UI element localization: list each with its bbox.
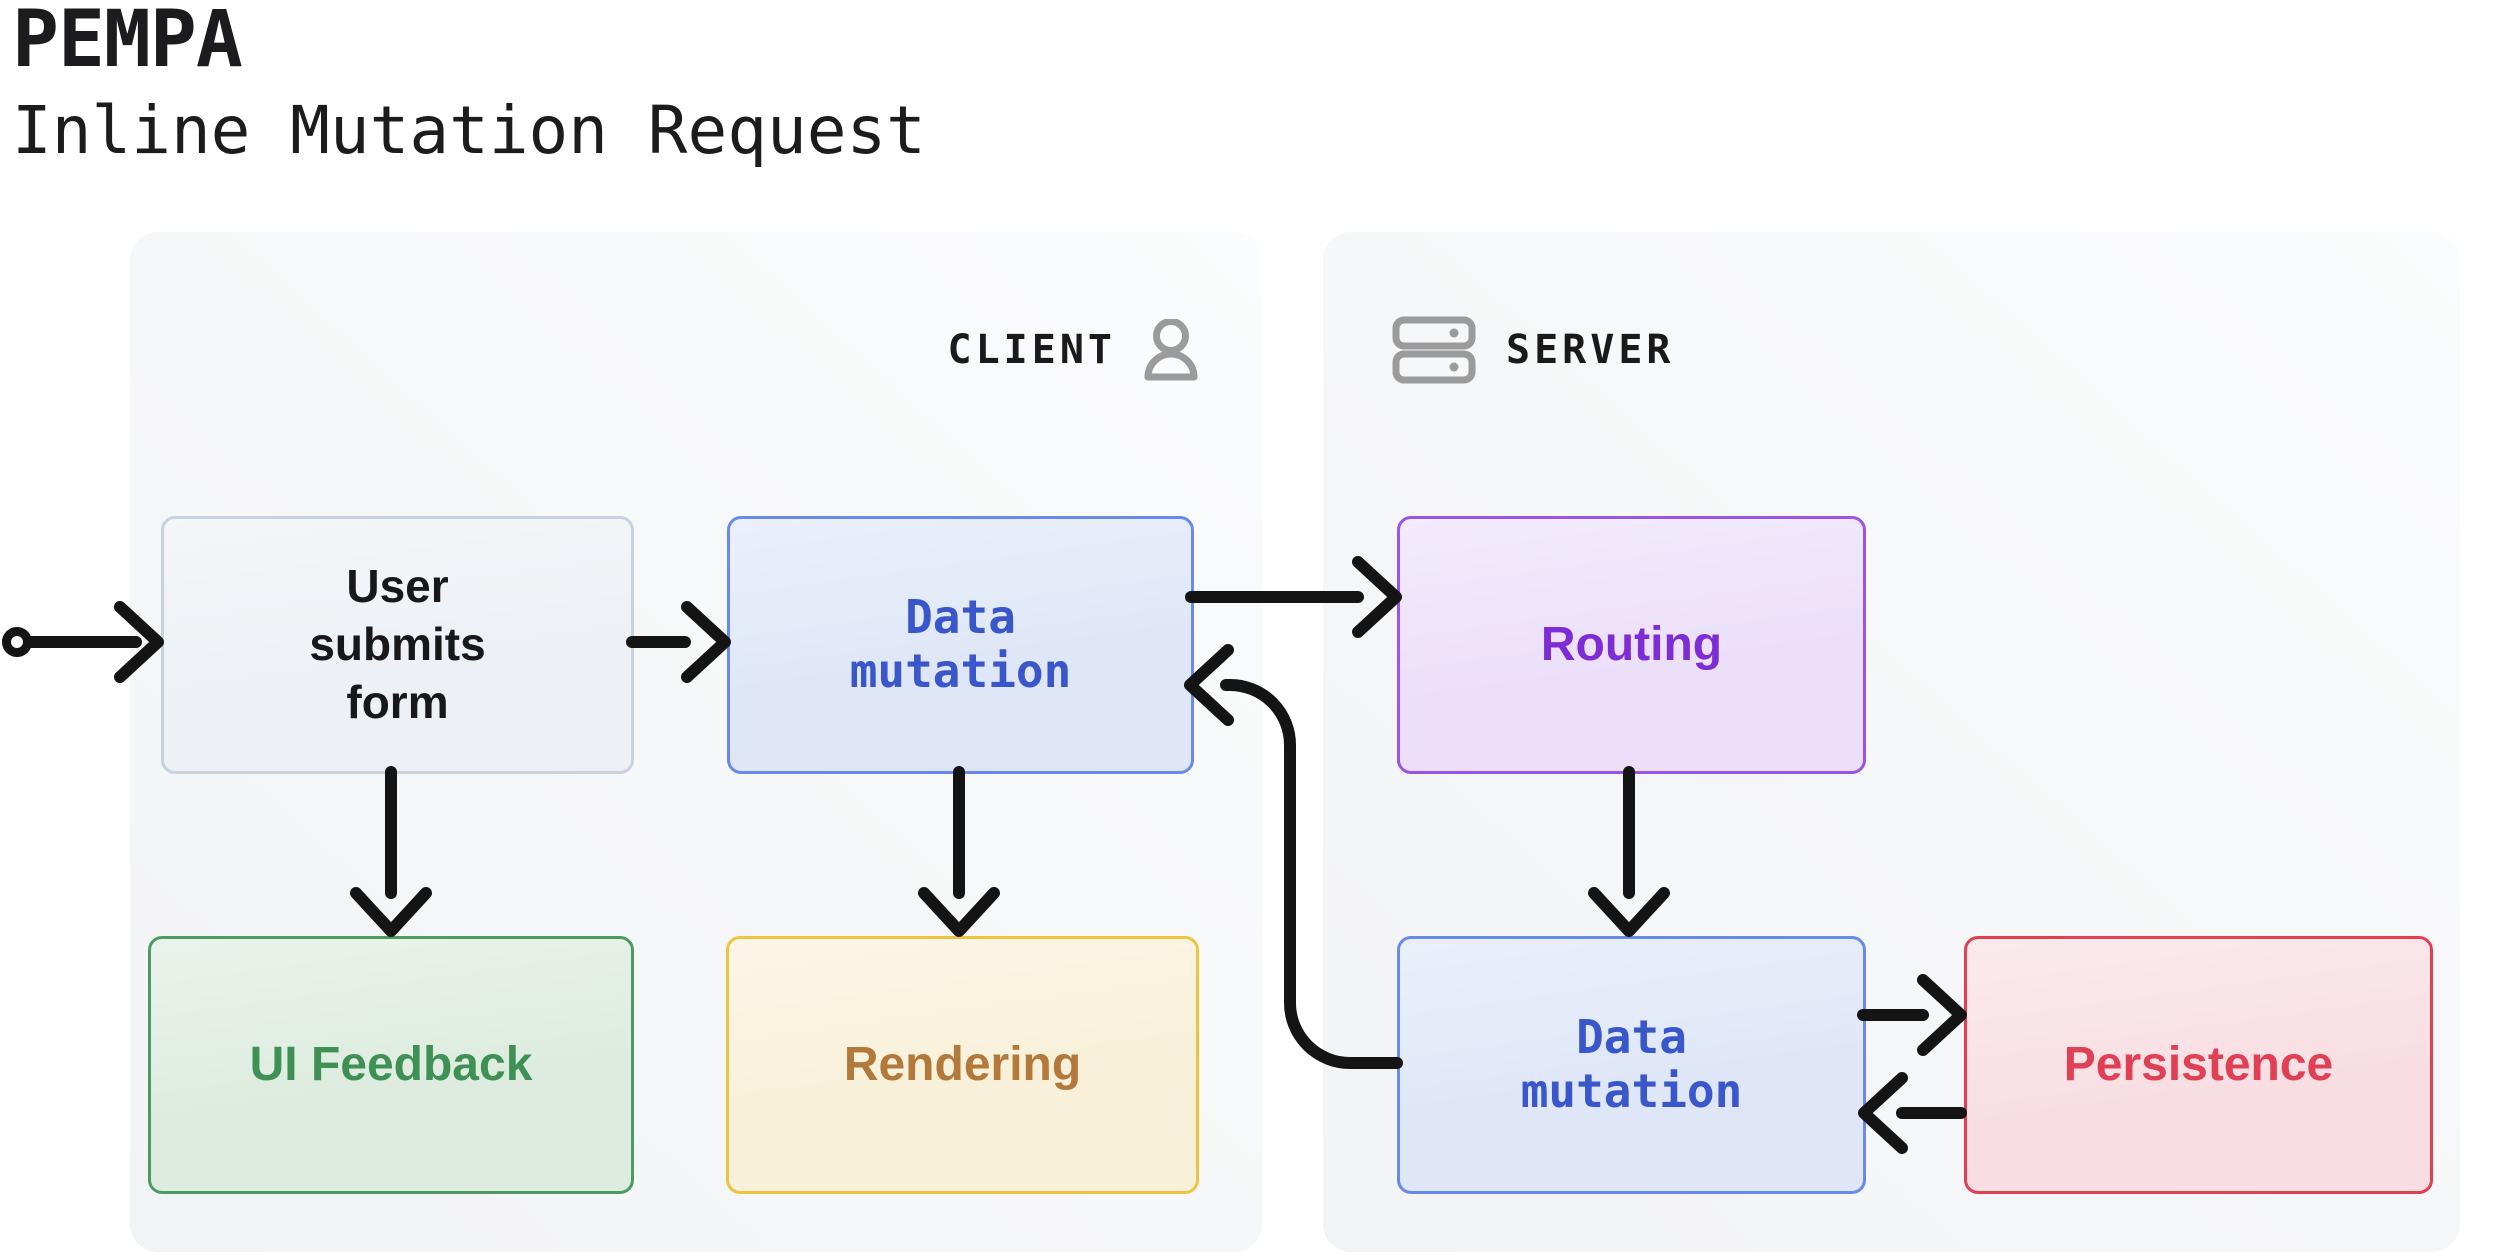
node-server-data-mutation: Data mutation [1397,936,1866,1194]
arrow-user-form-to-ui-feedback [350,766,432,937]
node-client-data-mutation: Data mutation [727,516,1194,774]
arrow-data-mutation-to-rendering [918,766,1000,937]
arrow-user-form-to-data-mutation [626,601,731,683]
arrow-start-to-user-form [2,601,164,683]
server-icon [1392,316,1476,384]
client-panel-header: CLIENT [948,314,1199,386]
server-panel-header: SERVER [1392,314,1675,386]
arrow-routing-to-server-data-mutation [1588,766,1670,937]
node-label: Data mutation [849,590,1072,698]
start-node [2,627,32,657]
server-panel-label: SERVER [1506,327,1675,373]
node-label: Rendering [843,1037,1082,1091]
page-title: PEMPA [12,0,243,85]
node-label: Persistence [2063,1037,2334,1091]
node-user-submits-form: User submits form [161,516,634,774]
node-label: UI Feedback [249,1037,533,1091]
page-subtitle: Inline Mutation Request [12,92,926,169]
arrow-data-mutation-to-routing [1185,556,1402,638]
node-persistence: Persistence [1964,936,2433,1194]
client-panel-label: CLIENT [947,327,1116,373]
user-icon [1144,319,1198,381]
node-rendering: Rendering [726,936,1199,1194]
node-ui-feedback: UI Feedback [148,936,634,1194]
node-label: Routing [1540,617,1723,671]
node-routing: Routing [1397,516,1866,774]
node-label: Data mutation [1520,1010,1743,1118]
arrow-persistence-to-server-data-mutation [1858,1072,1967,1154]
arrow-server-data-mutation-to-persistence [1857,974,1967,1056]
node-label: User submits form [309,560,486,728]
arrow-server-data-mutation-to-client-data-mutation [1184,644,1403,1069]
